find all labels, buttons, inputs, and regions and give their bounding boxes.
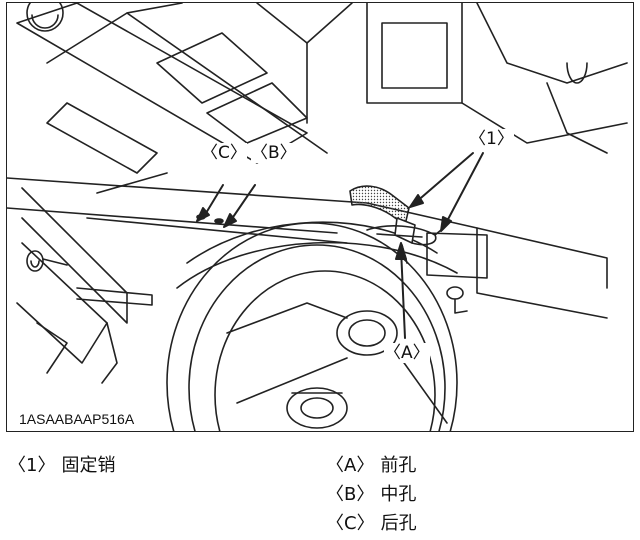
legend-mark: 〈C〉 xyxy=(326,513,375,534)
machine-line-drawing xyxy=(7,3,628,431)
legend-text: 固定销 xyxy=(61,455,116,476)
legend-mark: 〈B〉 xyxy=(326,484,375,505)
left-bracket xyxy=(16,187,153,384)
figure-code: 1ASAABAAP516A xyxy=(17,411,137,427)
bolts xyxy=(446,62,588,314)
legend-item-c: 〈C〉后孔 xyxy=(326,513,423,535)
upper-frame xyxy=(16,3,628,194)
legend-item-a: 〈A〉前孔 xyxy=(326,455,422,477)
legend-text: 前孔 xyxy=(380,455,417,476)
fixing-pin xyxy=(349,185,448,264)
callout-1: 〈1〉 xyxy=(469,129,514,149)
callout-a: 〈A〉 xyxy=(384,343,430,363)
callout-c: 〈C〉 xyxy=(201,143,247,163)
leader-lines xyxy=(196,152,484,339)
callout-b: 〈B〉 xyxy=(251,143,297,163)
technical-illustration: 〈C〉 〈B〉 〈1〉 〈A〉 1ASAABAAP516A xyxy=(6,2,634,432)
frame-beam xyxy=(7,177,608,319)
legend-text: 中孔 xyxy=(380,484,417,505)
legend-text: 后孔 xyxy=(380,513,417,534)
legend-mark: 〈1〉 xyxy=(8,455,56,476)
legend-item-b: 〈B〉中孔 xyxy=(326,484,422,506)
legend-item-1: 〈1〉固定销 xyxy=(8,455,121,477)
legend-mark: 〈A〉 xyxy=(326,455,375,476)
pulley-wheel xyxy=(166,221,458,431)
